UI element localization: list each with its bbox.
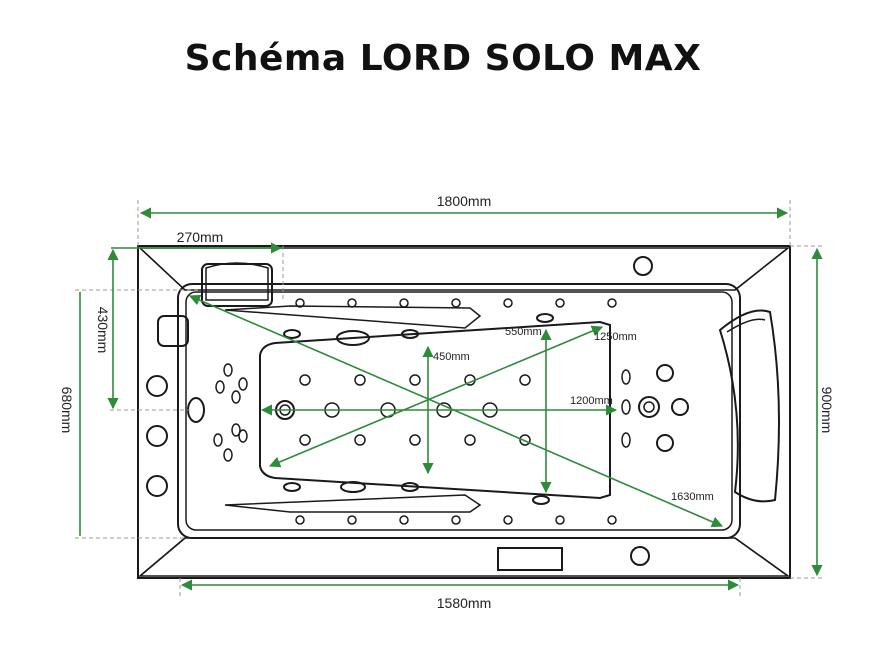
foot-jets xyxy=(213,363,248,462)
rim-features xyxy=(283,256,653,571)
label-1200: 1200mm xyxy=(570,395,613,407)
guide-lines xyxy=(75,200,825,598)
back-jets xyxy=(621,364,689,452)
tub-outline xyxy=(137,245,791,579)
dimension-arrows xyxy=(79,207,823,591)
label-900: 900mm xyxy=(819,387,835,434)
top-jet-row xyxy=(295,298,617,308)
label-430: 430mm xyxy=(95,307,111,354)
label-1250: 1250mm xyxy=(594,331,637,343)
label-1580: 1580mm xyxy=(437,595,491,611)
label-450: 450mm xyxy=(433,351,470,363)
label-550: 550mm xyxy=(505,326,542,338)
control-panel xyxy=(146,315,205,497)
backrest-pillow xyxy=(718,309,780,503)
label-1800: 1800mm xyxy=(437,193,491,209)
label-1630: 1630mm xyxy=(671,491,714,503)
label-270: 270mm xyxy=(177,229,224,245)
bottom-jet-row xyxy=(295,515,617,525)
label-680: 680mm xyxy=(59,387,75,434)
page-title: Schéma LORD SOLO MAX xyxy=(184,38,702,79)
